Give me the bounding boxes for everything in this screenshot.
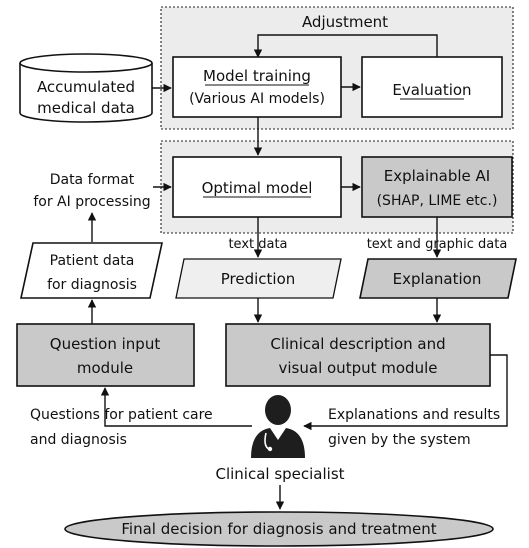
clinical-output-module-box [225,323,491,387]
explanation-box [359,258,517,299]
data-format-line2: for AI processing [33,194,150,210]
question-module-line1: Question input [50,335,161,353]
arrow-output-to-specialist [303,354,508,431]
final-decision-label: Final decision for diagnosis and treatme… [121,520,436,538]
doctor-icon [251,395,305,458]
model-training-title: Model training [203,67,311,85]
data-format-line1: Data format [50,172,135,188]
accumulated-data-line2: medical data [37,99,135,117]
explainable-ai-title: Explainable AI [384,167,490,185]
optimal-model-box [172,156,342,218]
clinical-specialist-label: Clinical specialist [215,465,344,483]
patient-data-box [20,242,163,299]
adjustment-label: Adjustment [302,13,388,31]
model-training-box [172,56,342,118]
database-cylinder-icon [19,53,153,123]
final-decision-ellipse [64,511,494,547]
model-training-subtitle: (Various AI models) [189,91,325,107]
adjustment-loop-arrow [253,34,438,58]
clinical-output-line2: visual output module [279,359,438,377]
optimal-model-label: Optimal model [202,179,313,197]
explanation-label: Explanation [393,270,482,288]
questions-care-line2: and diagnosis [30,432,127,448]
questions-care-line1: Questions for patient care [30,407,213,423]
clinical-output-line1: Clinical description and [270,335,445,353]
question-input-module-box [16,323,195,387]
question-module-line2: module [77,359,133,377]
explainable-ai-subtitle: (SHAP, LIME etc.) [377,193,498,209]
accumulated-data-line1: Accumulated [37,78,135,96]
explanations-results-line2: given by the system [328,432,471,448]
patient-data-line1: Patient data [50,253,135,269]
patient-data-line2: for diagnosis [47,277,137,293]
arrow-specialist-to-question [100,387,252,427]
evaluation-label: Evaluation [392,81,471,99]
prediction-label: Prediction [221,270,296,288]
evaluation-box [361,56,503,118]
explainable-ai-box [361,156,513,218]
explanations-results-line1: Explanations and results [328,407,500,423]
prediction-box [175,258,342,299]
